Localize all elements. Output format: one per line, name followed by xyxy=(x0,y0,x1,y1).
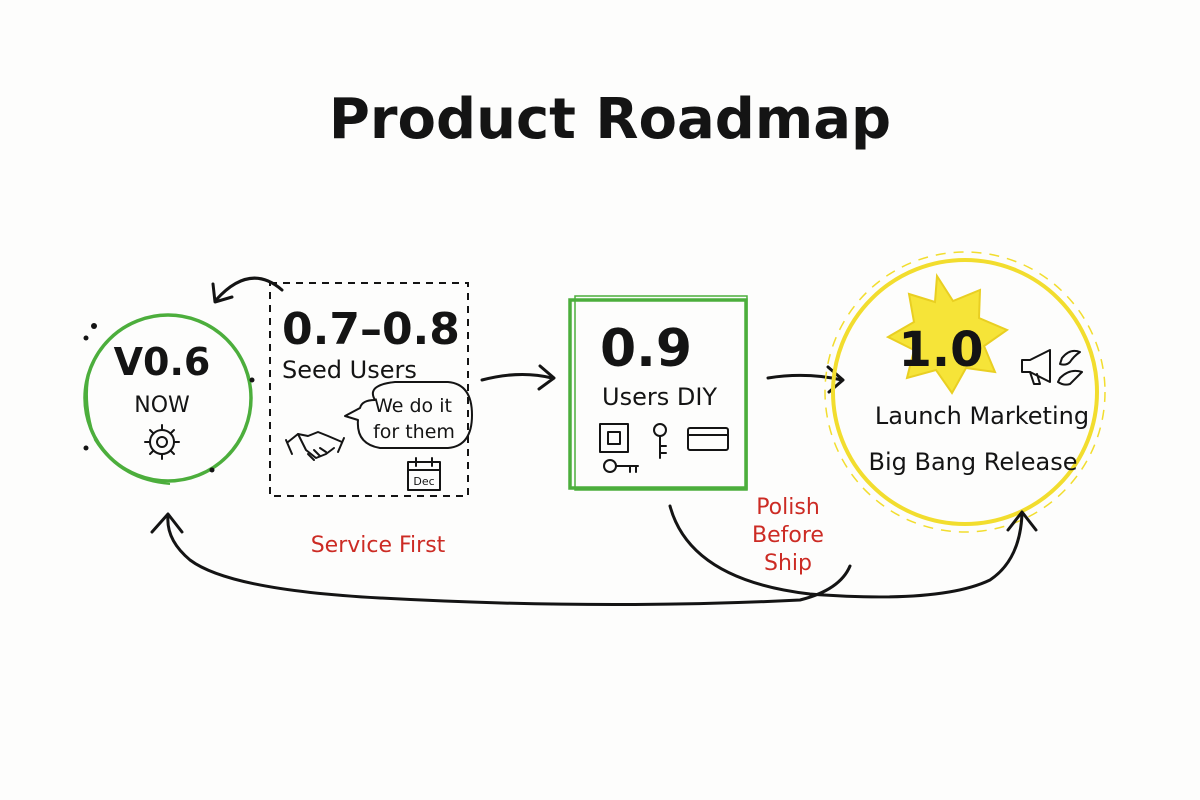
stage-launch-node: 1.0 Launch Marketing Big Bang Release xyxy=(824,251,1106,533)
page-title: Product Roadmap xyxy=(329,87,891,152)
stage-seed-label: Seed Users xyxy=(282,356,417,384)
stage-v06-circle-sketch xyxy=(86,369,171,485)
megaphone-icon xyxy=(1021,349,1051,385)
stage-diy-label: Users DIY xyxy=(602,383,717,411)
stage-v06-dot xyxy=(83,335,89,341)
stage-launch-circle xyxy=(831,258,1099,526)
speech-bubble-line-2: for them xyxy=(373,421,455,443)
calendar-icon: Dec xyxy=(407,457,441,491)
stage-launch-line-1: Launch Marketing xyxy=(875,402,1089,430)
stage-diy-version: 0.9 xyxy=(600,319,692,379)
arrow-seed-to-diy xyxy=(480,364,556,391)
stage-launch-version: 1.0 xyxy=(898,322,983,378)
gear-icon xyxy=(144,424,180,460)
square-icon xyxy=(599,423,629,453)
speech-bubble-icon: We do it for them xyxy=(344,381,473,449)
handshake-icon xyxy=(285,431,345,461)
stage-v06-label: NOW xyxy=(134,393,190,418)
arrow-loop-to-v06 xyxy=(150,512,852,607)
stage-v06-circle xyxy=(83,313,253,483)
stage-v06-dot xyxy=(83,445,89,451)
stage-v06-dot xyxy=(209,467,215,473)
stage-v06-dot xyxy=(91,323,97,329)
note-polish-line-2: Before xyxy=(752,523,824,548)
stage-launch-line-2: Big Bang Release xyxy=(868,448,1077,476)
note-polish-line-3: Ship xyxy=(764,551,812,576)
stage-diy-box-sketch xyxy=(574,295,748,491)
note-service-first: Service First xyxy=(311,533,446,558)
note-polish-line-1: Polish xyxy=(756,495,820,520)
stage-seed-box xyxy=(269,282,469,497)
stage-v06-dot xyxy=(249,377,255,383)
calendar-month: Dec xyxy=(413,475,434,488)
bird-icon xyxy=(1057,349,1083,386)
arrow-back-to-v06 xyxy=(211,276,284,304)
key-icon xyxy=(653,423,667,459)
stage-v06-node: V0.6 NOW xyxy=(83,313,255,485)
key-icon xyxy=(603,459,639,473)
credit-card-icon xyxy=(687,427,729,451)
stage-diy-box xyxy=(568,298,748,490)
starburst-icon xyxy=(885,272,1010,395)
stage-v06-version: V0.6 xyxy=(114,340,211,384)
arrow-diy-to-launch-bottom xyxy=(668,504,1038,599)
stage-diy-node: 0.9 Users DIY xyxy=(568,295,748,491)
stage-seed-version: 0.7–0.8 xyxy=(282,304,460,355)
stage-launch-circle-sketch xyxy=(824,251,1106,533)
stage-seed-node: 0.7–0.8 Seed Users We do it for them Dec xyxy=(269,282,473,497)
speech-bubble-line-1: We do it xyxy=(374,395,452,417)
